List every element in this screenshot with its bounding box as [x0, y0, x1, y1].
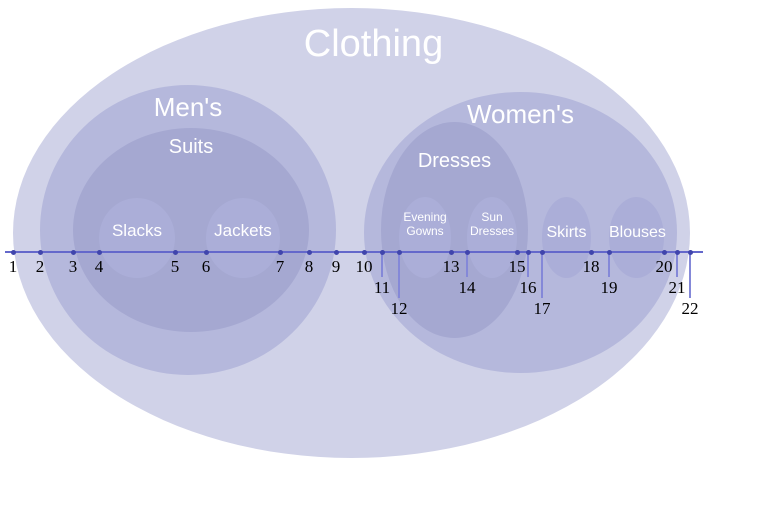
tick-label-19: 19	[600, 278, 618, 297]
tick-label-15: 15	[508, 257, 526, 276]
tick-dot-19	[607, 250, 612, 255]
tick-dot-6	[204, 250, 209, 255]
tick-leader-11	[381, 253, 383, 277]
set-label-slacks: Slacks	[111, 221, 163, 240]
set-ellipse-sun-dresses: Sun Dresses	[467, 197, 517, 278]
tick-dot-9	[334, 250, 339, 255]
set-label-blouses: Blouses	[609, 224, 666, 241]
number-line-axis	[5, 251, 703, 253]
tick-label-8: 8	[304, 257, 314, 276]
tick-dot-18	[589, 250, 594, 255]
set-label-clothing: Clothing	[303, 23, 444, 65]
set-label-womens: Women's	[466, 99, 575, 129]
set-ellipse-blouses: Blouses	[609, 197, 666, 278]
tick-dot-8	[307, 250, 312, 255]
set-ellipse-jackets: Jackets	[206, 198, 280, 278]
tick-label-16: 16	[519, 278, 537, 297]
tick-dot-13	[449, 250, 454, 255]
tick-leader-14	[466, 253, 468, 277]
tick-label-12: 12	[390, 299, 408, 318]
tick-leader-17	[541, 253, 543, 298]
tick-label-4: 4	[94, 257, 104, 276]
tick-dot-12	[397, 250, 402, 255]
tick-dot-10	[362, 250, 367, 255]
tick-label-22: 22	[681, 299, 699, 318]
tick-label-14: 14	[458, 278, 476, 297]
set-label-mens: Men's	[153, 92, 223, 122]
tick-label-9: 9	[331, 257, 341, 276]
set-label-jackets: Jackets	[214, 221, 272, 240]
set-label-suits: Suits	[168, 136, 214, 158]
set-label-dresses: Dresses	[417, 150, 492, 172]
tick-label-13: 13	[442, 257, 460, 276]
tick-dot-14	[465, 250, 470, 255]
set-ellipse-skirts: Skirts	[542, 197, 591, 278]
tick-label-5: 5	[170, 257, 180, 276]
set-label-sun-dresses-line1: Sun	[481, 210, 503, 224]
tick-label-7: 7	[275, 257, 285, 276]
tick-label-21: 21	[668, 278, 686, 297]
set-label-sun-dresses-line2: Dresses	[469, 224, 514, 238]
tick-leader-21	[676, 253, 678, 277]
tick-label-10: 10	[355, 257, 373, 276]
tick-dot-3	[71, 250, 76, 255]
tick-dot-5	[173, 250, 178, 255]
tick-dot-16	[526, 250, 531, 255]
tick-dot-22	[688, 250, 693, 255]
tick-label-6: 6	[201, 257, 211, 276]
tick-label-11: 11	[373, 278, 391, 297]
tick-label-20: 20	[655, 257, 673, 276]
set-label-skirts: Skirts	[546, 224, 587, 241]
tick-dot-1	[11, 250, 16, 255]
tick-label-3: 3	[68, 257, 78, 276]
tick-dot-7	[278, 250, 283, 255]
tick-dot-2	[38, 250, 43, 255]
tick-dot-11	[380, 250, 385, 255]
tick-label-18: 18	[582, 257, 600, 276]
tick-dot-20	[662, 250, 667, 255]
tick-dot-15	[515, 250, 520, 255]
tick-label-1: 1	[8, 257, 18, 276]
set-label-sun-dresses: Sun Dresses	[467, 210, 517, 238]
tick-leader-16	[527, 253, 529, 277]
tick-label-2: 2	[35, 257, 45, 276]
set-ellipse-evening-gowns: Evening Gowns	[399, 197, 451, 278]
tick-dot-4	[97, 250, 102, 255]
tick-dot-17	[540, 250, 545, 255]
tick-leader-22	[689, 253, 691, 298]
tick-leader-19	[608, 253, 610, 277]
tick-leader-12	[398, 253, 400, 298]
set-label-evening-gowns-line1: Evening	[403, 210, 447, 224]
tick-label-17: 17	[533, 299, 551, 318]
set-ellipse-slacks: Slacks	[99, 198, 175, 278]
set-label-evening-gowns-line2: Gowns	[406, 224, 444, 238]
tick-dot-21	[675, 250, 680, 255]
set-label-evening-gowns: Evening Gowns	[399, 210, 451, 238]
